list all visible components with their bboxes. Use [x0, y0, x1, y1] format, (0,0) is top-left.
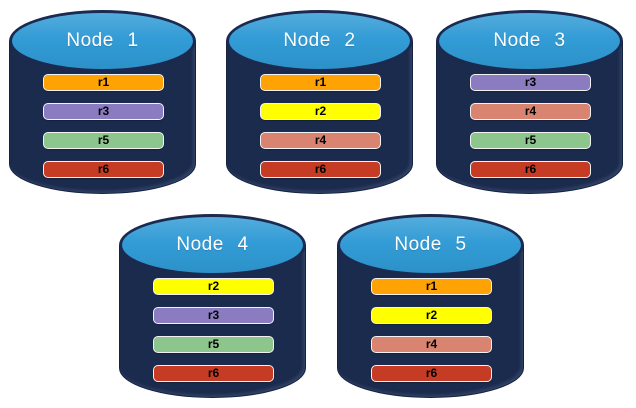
- cylinder-top-ellipse: Node 4: [119, 214, 306, 276]
- replica-bar-r6: r6: [153, 365, 274, 382]
- node-cylinder-3: Node 3 r3 r4 r5 r6: [436, 10, 623, 194]
- node-cylinder-5: Node 5 r1 r2 r4 r6: [337, 214, 524, 398]
- replica-bar-r2: r2: [371, 307, 492, 324]
- replica-bar-r3: r3: [470, 74, 591, 91]
- replica-bar-r1: r1: [43, 74, 164, 91]
- replica-bar-r6: r6: [43, 161, 164, 178]
- replica-bar-r1: r1: [260, 74, 381, 91]
- replica-bar-r2: r2: [153, 278, 274, 295]
- replica-list: r1 r2 r4 r6: [371, 278, 492, 382]
- replica-list: r3 r4 r5 r6: [470, 74, 591, 178]
- cylinder-top-ellipse: Node 3: [436, 10, 623, 72]
- node-title: Node 5: [394, 234, 467, 255]
- node-title: Node 2: [283, 30, 356, 51]
- replica-bar-r6: r6: [371, 365, 492, 382]
- replica-bar-r5: r5: [153, 336, 274, 353]
- replica-list: r1 r2 r4 r6: [260, 74, 381, 178]
- replica-bar-r5: r5: [43, 132, 164, 149]
- replica-bar-r3: r3: [153, 307, 274, 324]
- replica-list: r1 r3 r5 r6: [43, 74, 164, 178]
- replica-bar-r5: r5: [470, 132, 591, 149]
- node-cylinder-4: Node 4 r2 r3 r5 r6: [119, 214, 306, 398]
- node-cylinder-2: Node 2 r1 r2 r4 r6: [226, 10, 413, 194]
- node-title: Node 4: [176, 234, 249, 255]
- node-cylinder-1: Node 1 r1 r3 r5 r6: [9, 10, 196, 194]
- node-title: Node 3: [493, 30, 566, 51]
- replica-bar-r1: r1: [371, 278, 492, 295]
- replica-bar-r6: r6: [260, 161, 381, 178]
- replica-list: r2 r3 r5 r6: [153, 278, 274, 382]
- cylinder-top-ellipse: Node 2: [226, 10, 413, 72]
- replica-bar-r2: r2: [260, 103, 381, 120]
- replica-bar-r3: r3: [43, 103, 164, 120]
- replica-bar-r4: r4: [260, 132, 381, 149]
- node-title: Node 1: [66, 30, 139, 51]
- replica-bar-r6: r6: [470, 161, 591, 178]
- replica-bar-r4: r4: [470, 103, 591, 120]
- replica-bar-r4: r4: [371, 336, 492, 353]
- cylinder-top-ellipse: Node 1: [9, 10, 196, 72]
- cylinder-top-ellipse: Node 5: [337, 214, 524, 276]
